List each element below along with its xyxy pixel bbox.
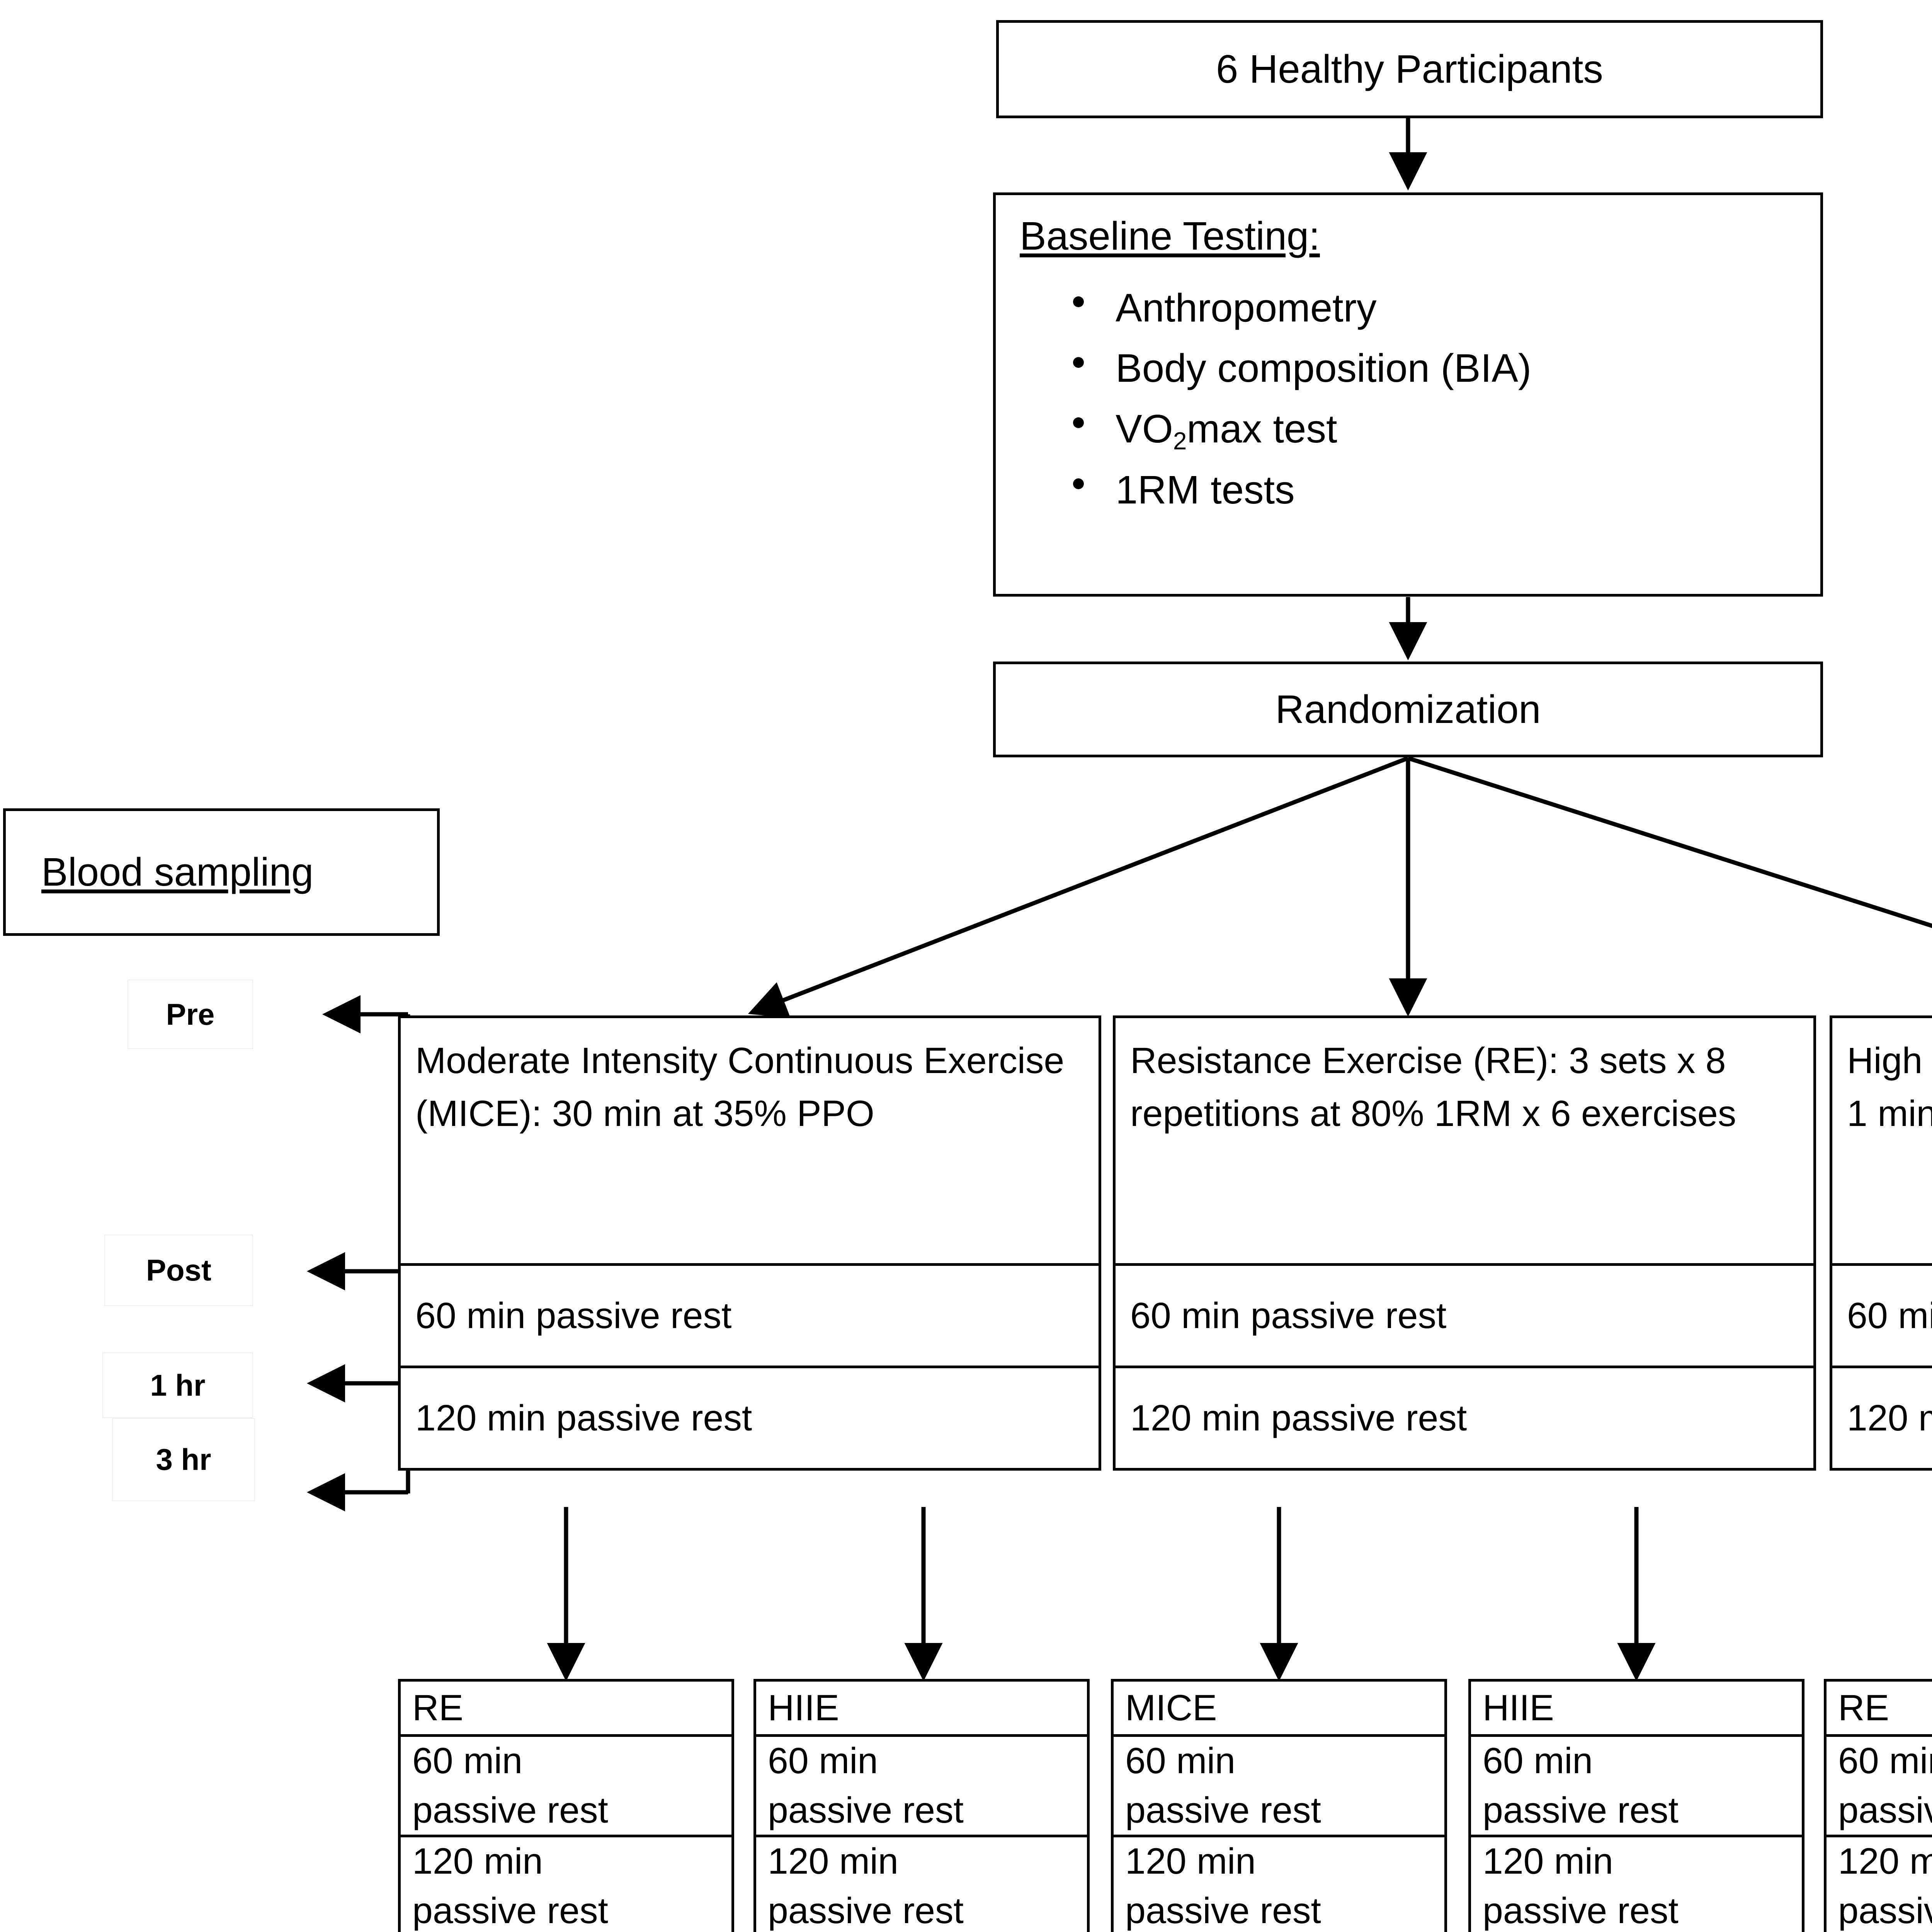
rest-line: 60 min <box>1483 1740 1593 1782</box>
bullet-icon <box>1073 357 1084 368</box>
timepoint-label: 3 hr <box>156 1442 211 1476</box>
rest-line: 60 min <box>768 1740 878 1782</box>
row2-column-3: MICE 60 min passive rest 120 min passive… <box>1111 1679 1447 1932</box>
list-item: Anthropometry <box>1073 278 1805 338</box>
condition-column-hiie: High Intensity Interval Exercise (HIIE):… <box>1830 1015 1932 1471</box>
condition-rest60: 60 min passive rest <box>1830 1266 1932 1368</box>
row2-column-5: RE 60 min passive rest 120 min passive r… <box>1824 1679 1932 1932</box>
row2-rest120: 120 min passive rest <box>1111 1837 1447 1932</box>
timepoint-pre: Pre <box>128 980 253 1049</box>
row2-rest120: 120 min passive rest <box>1468 1837 1804 1932</box>
bullet-icon <box>1073 296 1084 307</box>
condition-rest60: 60 min passive rest <box>398 1266 1101 1368</box>
condition-rest120: 120 min passive rest <box>1113 1368 1816 1471</box>
rest-line: 60 min <box>412 1740 523 1782</box>
list-item: Body composition (BIA) <box>1073 338 1805 399</box>
row2-column-2: HIIE 60 min passive rest 120 min passive… <box>753 1679 1090 1932</box>
condition-column-mice: Moderate Intensity Continuous Exercise (… <box>398 1015 1101 1471</box>
row2-rest60: 60 min passive rest <box>398 1737 734 1837</box>
row2-column-1: RE 60 min passive rest 120 min passive r… <box>398 1679 734 1932</box>
row2-rest120: 120 min passive rest <box>398 1837 734 1932</box>
row2-rest120: 120 min passive rest <box>1824 1837 1932 1932</box>
randomization-box: Randomization <box>993 662 1823 757</box>
condition-column-re: Resistance Exercise (RE): 3 sets x 8 rep… <box>1113 1015 1816 1471</box>
baseline-testing-title: Baseline Testing: <box>1020 214 1320 258</box>
timepoint-3hr: 3 hr <box>112 1418 255 1501</box>
baseline-testing-box: Baseline Testing: Anthropometry Body com… <box>993 192 1823 597</box>
blood-sampling-box: Blood sampling <box>3 808 440 936</box>
row2-label: RE <box>398 1679 734 1737</box>
rest-line: passive rest <box>768 1890 964 1931</box>
rest-line: 120 min <box>1483 1841 1613 1882</box>
baseline-item-label: 1RM tests <box>1116 467 1295 512</box>
bullet-icon <box>1073 417 1084 429</box>
row2-column-4: HIIE 60 min passive rest 120 min passive… <box>1468 1679 1804 1932</box>
rest-line: passive rest <box>1125 1890 1321 1931</box>
timepoint-1hr: 1 hr <box>102 1352 253 1418</box>
row2-label: MICE <box>1111 1679 1447 1737</box>
row2-label: RE <box>1824 1679 1932 1737</box>
row2-label: HIIE <box>753 1679 1090 1737</box>
randomization-label: Randomization <box>1275 687 1541 731</box>
baseline-testing-list: Anthropometry Body composition (BIA) VO2… <box>1011 278 1805 520</box>
condition-rest120: 120 min passive rest <box>398 1368 1101 1471</box>
bullet-icon <box>1073 478 1084 490</box>
condition-description: High Intensity Interval Exercise (HIIE):… <box>1830 1015 1932 1266</box>
rest-line: passive rest <box>1483 1789 1679 1831</box>
row2-rest60: 60 min passive rest <box>753 1737 1090 1837</box>
rest-line: 120 min <box>1838 1841 1932 1882</box>
row2-rest60: 60 min passive rest <box>1824 1737 1932 1837</box>
rest-line: passive rest <box>412 1789 608 1831</box>
timepoint-label: 1 hr <box>150 1368 206 1402</box>
blood-sampling-title: Blood sampling <box>41 850 314 894</box>
baseline-item-label: Anthropometry <box>1116 285 1377 330</box>
list-item: VO2max test <box>1073 399 1805 460</box>
baseline-item-label: Body composition (BIA) <box>1116 346 1532 391</box>
participants-label: 6 Healthy Participants <box>1216 46 1603 91</box>
rest-line: passive rest <box>1838 1789 1932 1831</box>
rest-line: passive rest <box>1125 1789 1321 1831</box>
condition-description: Resistance Exercise (RE): 3 sets x 8 rep… <box>1113 1015 1816 1266</box>
baseline-item-label: VO2max test <box>1116 406 1337 455</box>
timepoint-post: Post <box>104 1235 253 1306</box>
timepoint-label: Pre <box>166 997 215 1031</box>
timepoint-label: Post <box>146 1253 212 1287</box>
rest-line: 60 min <box>1125 1740 1236 1782</box>
condition-rest120: 120 min passive rest <box>1830 1368 1932 1471</box>
rest-line: passive rest <box>768 1789 964 1831</box>
rest-line: 120 min <box>412 1841 543 1882</box>
row2-label: HIIE <box>1468 1679 1804 1737</box>
row2-rest120: 120 min passive rest <box>753 1837 1090 1932</box>
participants-box: 6 Healthy Participants <box>996 20 1823 118</box>
rest-line: passive rest <box>1838 1890 1932 1931</box>
rest-line: passive rest <box>1483 1890 1679 1931</box>
condition-rest60: 60 min passive rest <box>1113 1266 1816 1368</box>
rest-line: 120 min <box>1125 1841 1256 1882</box>
rest-line: passive rest <box>412 1890 608 1931</box>
row2-rest60: 60 min passive rest <box>1468 1737 1804 1837</box>
rest-line: 120 min <box>768 1841 898 1882</box>
condition-description: Moderate Intensity Continuous Exercise (… <box>398 1015 1101 1266</box>
rest-line: 60 min <box>1838 1740 1932 1782</box>
list-item: 1RM tests <box>1073 460 1805 520</box>
row2-rest60: 60 min passive rest <box>1111 1737 1447 1837</box>
